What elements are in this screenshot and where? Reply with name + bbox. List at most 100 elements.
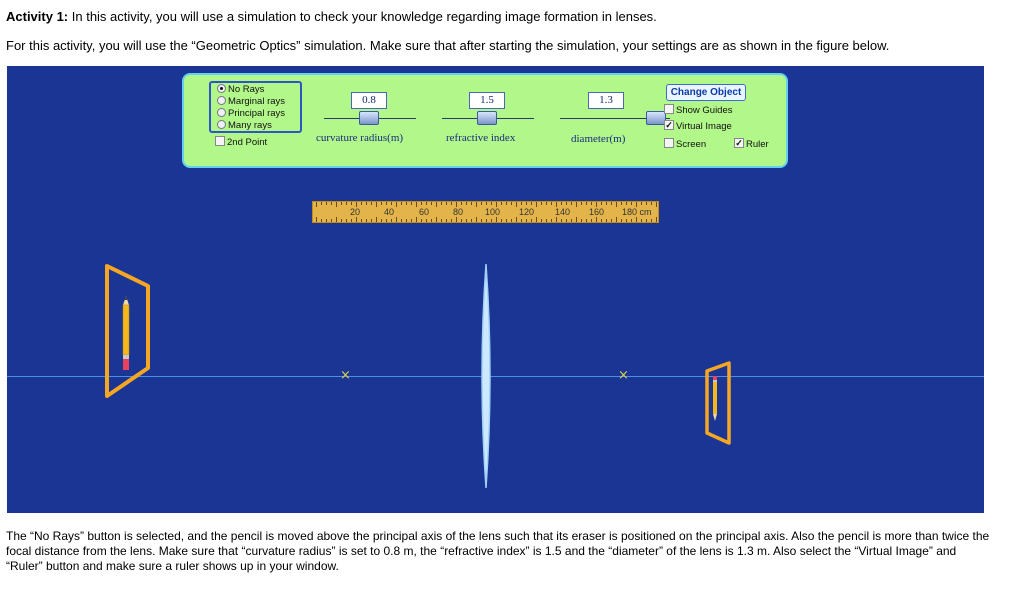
ruler-tick bbox=[426, 202, 427, 205]
ruler-tick bbox=[481, 202, 482, 205]
ruler-tick-label: 20 bbox=[350, 207, 361, 217]
ruler-tick bbox=[466, 219, 467, 222]
lens bbox=[481, 263, 491, 489]
refractive-slider-thumb[interactable] bbox=[477, 111, 497, 125]
focal-point-left[interactable]: × bbox=[340, 368, 351, 383]
ruler-tick bbox=[616, 217, 617, 222]
ruler-tick bbox=[381, 202, 382, 205]
rays-selector: No Rays Marginal rays Principal rays Man… bbox=[209, 81, 302, 133]
ruler-tick bbox=[636, 217, 637, 222]
ruler-tick bbox=[356, 217, 357, 222]
ruler-tick bbox=[521, 219, 522, 222]
ruler-tick bbox=[396, 217, 397, 222]
checkmark-icon: ✓ bbox=[734, 138, 744, 149]
ruler-tick bbox=[361, 202, 362, 205]
diameter-value-field[interactable]: 1.3 bbox=[588, 92, 624, 109]
radio-many-rays[interactable]: Many rays bbox=[217, 119, 272, 131]
ruler-tick bbox=[646, 219, 647, 222]
ruler-tick bbox=[471, 202, 472, 205]
ruler-tick bbox=[356, 202, 357, 207]
ruler-tick bbox=[366, 202, 367, 205]
ruler-tick bbox=[421, 202, 422, 205]
ruler-tick bbox=[501, 219, 502, 222]
radio-label: Many rays bbox=[228, 120, 272, 131]
radio-icon bbox=[217, 107, 226, 117]
ruler-tick bbox=[381, 219, 382, 222]
ruler-tick bbox=[581, 219, 582, 222]
ruler-tick bbox=[321, 219, 322, 222]
ruler-tick bbox=[351, 219, 352, 222]
radio-label: Marginal rays bbox=[228, 96, 286, 107]
curvature-value-field[interactable]: 0.8 bbox=[351, 92, 387, 109]
ruler-tick bbox=[611, 219, 612, 222]
checkbox-label: Screen bbox=[676, 139, 707, 150]
ruler-tick bbox=[541, 202, 542, 205]
ruler-tick bbox=[466, 202, 467, 205]
ruler-tick bbox=[316, 202, 317, 207]
focal-point-right[interactable]: × bbox=[618, 368, 629, 383]
ruler-tick bbox=[481, 219, 482, 222]
ruler[interactable]: 20 40 60 80 100 120 140 160 180 cm bbox=[312, 201, 659, 223]
diameter-label: diameter(m) bbox=[571, 133, 626, 145]
ruler-tick bbox=[536, 202, 537, 207]
ruler-tick-label: 40 bbox=[384, 207, 395, 217]
diameter-slider-thumb[interactable] bbox=[646, 111, 666, 125]
ruler-tick bbox=[591, 219, 592, 222]
ruler-tick bbox=[576, 202, 577, 207]
ruler-tick bbox=[316, 217, 317, 222]
ruler-tick bbox=[496, 202, 497, 207]
radio-label: No Rays bbox=[228, 84, 265, 95]
ruler-tick bbox=[551, 202, 552, 205]
ruler-tick bbox=[366, 219, 367, 222]
checkbox-ruler[interactable]: ✓Ruler bbox=[734, 138, 769, 150]
ruler-tick bbox=[416, 202, 417, 207]
simulation-canvas[interactable]: No Rays Marginal rays Principal rays Man… bbox=[7, 66, 984, 513]
ruler-tick bbox=[516, 217, 517, 222]
ruler-tick bbox=[611, 202, 612, 205]
ruler-tick bbox=[471, 219, 472, 222]
checkbox-label: Virtual Image bbox=[676, 121, 732, 132]
change-object-button[interactable]: Change Object bbox=[666, 84, 746, 101]
ruler-tick bbox=[626, 219, 627, 222]
ruler-tick bbox=[531, 219, 532, 222]
ruler-tick bbox=[491, 219, 492, 222]
diameter-slider-track[interactable] bbox=[560, 118, 670, 119]
ruler-tick bbox=[501, 202, 502, 205]
ruler-tick bbox=[571, 202, 572, 205]
ruler-tick bbox=[651, 219, 652, 222]
ruler-tick-label: 160 bbox=[589, 207, 605, 217]
ruler-tick bbox=[491, 202, 492, 205]
ruler-tick bbox=[551, 219, 552, 222]
control-panel: No Rays Marginal rays Principal rays Man… bbox=[182, 73, 788, 168]
ruler-tick bbox=[631, 219, 632, 222]
ruler-tick bbox=[621, 219, 622, 222]
radio-icon bbox=[217, 119, 226, 129]
checkbox-show-guides[interactable]: Show Guides bbox=[664, 104, 733, 116]
radio-principal-rays[interactable]: Principal rays bbox=[217, 107, 285, 119]
pencil-object[interactable] bbox=[122, 296, 130, 370]
checkbox-virtual-image[interactable]: ✓Virtual Image bbox=[664, 120, 732, 132]
ruler-tick bbox=[641, 219, 642, 222]
radio-no-rays[interactable]: No Rays bbox=[217, 83, 265, 95]
refractive-value-field[interactable]: 1.5 bbox=[469, 92, 505, 109]
ruler-tick bbox=[596, 217, 597, 222]
ruler-tick bbox=[646, 202, 647, 205]
radio-marginal-rays[interactable]: Marginal rays bbox=[217, 95, 286, 107]
ruler-tick bbox=[461, 202, 462, 205]
ruler-tick-marks bbox=[313, 202, 658, 222]
ruler-tick bbox=[571, 219, 572, 222]
ruler-tick bbox=[546, 202, 547, 205]
ruler-tick bbox=[451, 219, 452, 222]
ruler-tick bbox=[601, 202, 602, 205]
ruler-tick-label: 60 bbox=[419, 207, 430, 217]
ruler-tick bbox=[521, 202, 522, 205]
curvature-slider-thumb[interactable] bbox=[359, 111, 379, 125]
checkbox-screen[interactable]: Screen bbox=[664, 138, 707, 150]
checkbox-2nd-point[interactable]: 2nd Point bbox=[215, 136, 267, 148]
ruler-tick bbox=[631, 202, 632, 205]
ruler-tick bbox=[586, 202, 587, 205]
ruler-tick bbox=[401, 219, 402, 222]
ruler-tick bbox=[456, 202, 457, 207]
ruler-tick bbox=[441, 219, 442, 222]
ruler-tick bbox=[581, 202, 582, 205]
